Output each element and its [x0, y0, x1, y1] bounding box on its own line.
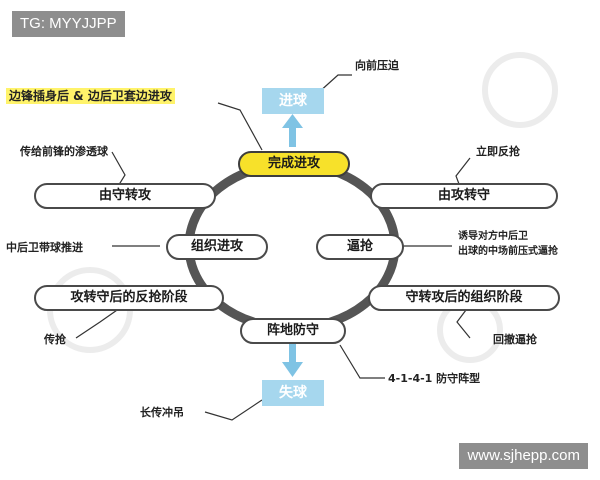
- bottom-watermark-tag: www.sjhepp.com: [459, 443, 588, 469]
- connector-lines: [75, 74, 471, 421]
- node-attack-to-defense: 由攻转守: [370, 183, 558, 209]
- goal-box: 进球: [262, 88, 324, 114]
- node-build-up: 组织进攻: [166, 234, 268, 260]
- highlight-note: 边锋插身后 & 边后卫套边进攻: [6, 88, 175, 104]
- node-positional-defense: 阵地防守: [240, 318, 346, 344]
- node-complete-attack: 完成进攻: [238, 151, 350, 177]
- top-watermark-tag: TG: MYYJJPP: [12, 11, 125, 37]
- note-retreat-press: 回撤逼抢: [493, 333, 537, 346]
- note-press-desc-2: 出球的中场前压式逼抢: [458, 246, 558, 257]
- down-arrow-icon: [282, 343, 303, 377]
- note-immediate-counter-press: 立即反抢: [476, 145, 520, 158]
- note-press-desc-1: 诱导对方中后卫: [458, 231, 528, 242]
- note-formation: 4-1-4-1 防守阵型: [388, 372, 481, 385]
- up-arrow-icon: [282, 114, 303, 147]
- top-box-note: 向前压迫: [355, 59, 399, 72]
- node-press: 逼抢: [316, 234, 404, 260]
- note-pass-and-press: 传抢: [44, 333, 66, 346]
- bottom-box-note: 长传冲吊: [140, 406, 184, 419]
- node-build-phase: 守转攻后的组织阶段: [368, 285, 560, 311]
- node-defense-to-attack: 由守转攻: [34, 183, 216, 209]
- note-cb-carry: 中后卫带球推进: [6, 241, 83, 254]
- concede-box: 失球: [262, 380, 324, 406]
- note-through-ball: 传给前锋的渗透球: [20, 145, 108, 158]
- node-counter-press: 攻转守后的反抢阶段: [34, 285, 224, 311]
